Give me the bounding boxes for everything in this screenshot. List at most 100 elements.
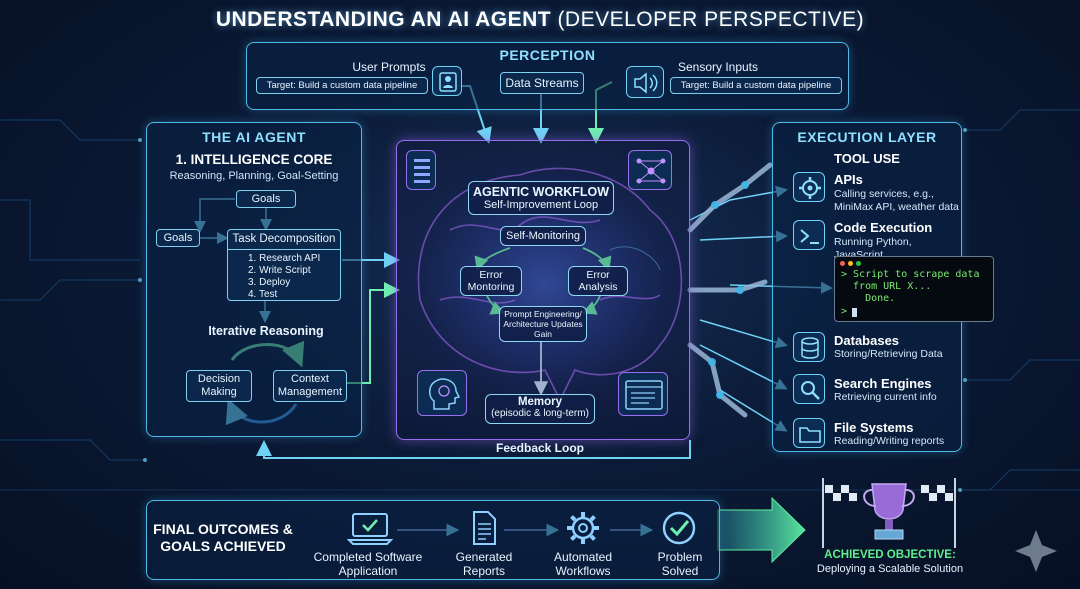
outcome-workflows-icon xyxy=(562,508,604,548)
search-tool-title: Search Engines xyxy=(834,376,932,391)
feedback-loop-label: Feedback Loop xyxy=(495,441,584,455)
list-icon xyxy=(414,159,430,183)
head-icon-box xyxy=(417,370,467,416)
achieved-objective-subtitle: Deploying a Scalable Solution xyxy=(816,563,964,575)
user-prompts-target: Target: Build a custom data pipeline xyxy=(256,77,428,94)
database-tool-icon-box xyxy=(793,332,825,362)
sensory-inputs-label: Sensory Inputs xyxy=(677,60,759,74)
speaker-icon-box xyxy=(626,66,664,98)
search-icon xyxy=(801,381,820,400)
document-icon xyxy=(473,511,496,545)
terminal-dot-green xyxy=(856,261,861,266)
error-analysis-line: Analysis xyxy=(578,281,618,293)
outcome-software-label-line: Application xyxy=(338,563,398,578)
outcome-solved-label-line: Problem xyxy=(657,550,703,564)
list-icon-box xyxy=(406,150,436,190)
search-tool-icon-box xyxy=(793,374,825,404)
database-icon xyxy=(801,337,819,359)
api-tool-desc: Calling services, e.g., MiniMax API, wea… xyxy=(834,188,960,213)
final-outcomes-title-line: FINAL OUTCOMES & xyxy=(153,521,293,537)
tool-use-label: TOOL USE xyxy=(834,151,900,166)
check-circle-icon xyxy=(662,511,696,545)
code-terminal: > Script to scrape data from URL X... Do… xyxy=(834,256,994,322)
head-profile-icon xyxy=(429,378,461,410)
intelligence-core-title: 1. INTELLIGENCE CORE xyxy=(175,152,333,167)
final-outcomes-title: FINAL OUTCOMES & GOALS ACHIEVED xyxy=(150,521,296,555)
network-icon-box xyxy=(628,150,672,190)
code-tool-title: Code Execution xyxy=(834,220,933,235)
search-tool-desc: Retrieving current info xyxy=(834,391,960,404)
terminal-line: > Script to scrape data xyxy=(841,269,980,280)
prompt-engineering-line: Gain xyxy=(534,329,552,339)
terminal-line: > xyxy=(841,306,848,317)
context-management-box: Context Management xyxy=(273,370,347,402)
outcome-solved-icon xyxy=(658,508,700,548)
memory-subtitle: (episodic & long-term) xyxy=(491,408,589,419)
outcome-workflows-label-line: Automated xyxy=(553,550,613,564)
code-tool-icon-box xyxy=(793,220,825,250)
gear-icon xyxy=(567,512,599,544)
final-outcomes-title-line: GOALS ACHIEVED xyxy=(160,538,286,554)
data-streams-box: Data Streams xyxy=(500,72,584,94)
error-monitoring-box: Error Montoring xyxy=(460,266,522,296)
folder-icon xyxy=(799,427,821,443)
error-monitoring-line: Error xyxy=(479,269,503,281)
context-management-line: Management xyxy=(277,385,343,398)
outcome-reports-label-line: Generated xyxy=(455,550,513,564)
api-tool-desc-line: MiniMax API, weather data xyxy=(834,200,959,213)
file-tool-desc: Reading/Writing reports xyxy=(834,435,960,448)
user-prompt-icon-box xyxy=(432,66,462,96)
decision-making-line: Making xyxy=(201,385,237,398)
terminal-icon xyxy=(800,229,819,244)
decision-making-line: Decision xyxy=(197,373,241,385)
speaker-icon xyxy=(634,72,658,94)
page-title: UNDERSTANDING AN AI AGENT (DEVELOPER PER… xyxy=(0,8,1080,32)
outcome-software-label: Completed Software Application xyxy=(306,550,430,579)
title-sub: (DEVELOPER PERSPECTIVE) xyxy=(557,8,865,31)
error-analysis-box: Error Analysis xyxy=(568,266,628,296)
outcome-software-label-line: Completed Software xyxy=(313,550,423,564)
agentic-workflow-title-box: AGENTIC WORKFLOW Self-Improvement Loop xyxy=(468,181,614,215)
final-outcomes-panel xyxy=(146,500,720,580)
error-analysis-line: Error xyxy=(586,269,610,281)
memory-box: Memory (episodic & long-term) xyxy=(485,394,595,424)
task-decomposition-box: Task Decomposition 1. Research API 2. Wr… xyxy=(227,229,341,301)
file-tool-desc-line: Reading/Writing reports xyxy=(834,435,945,447)
agentic-workflow-title: AGENTIC WORKFLOW xyxy=(472,185,610,199)
api-tool-icon-box xyxy=(793,172,825,202)
prompt-engineering-line: Prompt Engineering/ xyxy=(504,309,582,319)
task-decomposition-title: Task Decomposition xyxy=(228,230,340,251)
outcome-software-icon xyxy=(346,510,394,548)
prompt-engineering-box: Prompt Engineering/ Architecture Updates… xyxy=(499,306,587,342)
api-tool-title: APIs xyxy=(834,172,863,187)
outcome-reports-label-line: Reports xyxy=(462,563,506,578)
intelligence-core-subtitle: Reasoning, Planning, Goal-Setting xyxy=(169,170,339,182)
outcome-reports-icon xyxy=(466,508,502,548)
terminal-line: Done. xyxy=(841,293,896,304)
ai-agent-title: THE AI AGENT xyxy=(202,129,306,145)
database-tool-title: Databases xyxy=(834,333,900,348)
task-step: 2. Write Script xyxy=(248,265,311,277)
agentic-workflow-subtitle: Self-Improvement Loop xyxy=(483,199,599,211)
terminal-dot-yellow xyxy=(848,261,853,266)
laptop-check-icon xyxy=(346,513,394,545)
outcome-solved-label-line: Solved xyxy=(661,563,699,578)
sensory-inputs-target: Target: Build a custom data pipeline xyxy=(670,77,842,94)
user-icon xyxy=(439,72,457,92)
title-main: UNDERSTANDING AN AI AGENT xyxy=(215,8,552,31)
user-prompts-label: User Prompts xyxy=(352,60,426,74)
goals-top-box: Goals xyxy=(236,190,296,208)
self-monitoring-box: Self-Monitoring xyxy=(500,226,586,246)
database-tool-desc-line: Storing/Retrieving Data xyxy=(834,348,943,360)
outcome-reports-label: Generated Reports xyxy=(444,550,524,579)
network-icon xyxy=(636,158,666,184)
execution-layer-title: EXECUTION LAYER xyxy=(797,129,937,145)
database-tool-desc: Storing/Retrieving Data xyxy=(834,348,960,361)
decision-making-box: Decision Making xyxy=(186,370,252,402)
goals-left-box: Goals xyxy=(156,229,200,247)
task-step: 1. Research API xyxy=(248,253,321,265)
terminal-dot-red xyxy=(840,261,845,266)
perception-title: PERCEPTION xyxy=(499,47,596,63)
gear-icon xyxy=(799,177,821,199)
